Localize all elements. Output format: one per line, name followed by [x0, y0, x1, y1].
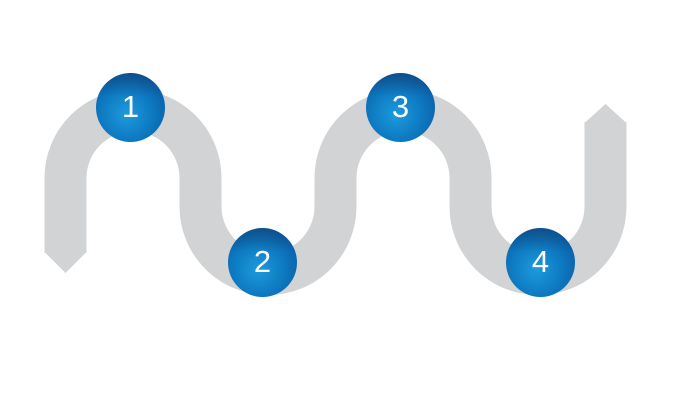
path-start-arrow-tip [44, 252, 87, 273]
step-node-2: 2 [228, 228, 297, 297]
step-node-3: 3 [366, 73, 435, 142]
step-label-1: 1 [121, 89, 140, 124]
step-label-4: 4 [531, 244, 550, 279]
wave-ribbon-path [44, 89, 627, 295]
path-end-arrow-tip [584, 104, 627, 123]
step-node-1: 1 [96, 73, 165, 142]
step-node-4: 4 [506, 228, 575, 297]
step-label-2: 2 [253, 244, 272, 279]
step-label-3: 3 [391, 89, 410, 124]
